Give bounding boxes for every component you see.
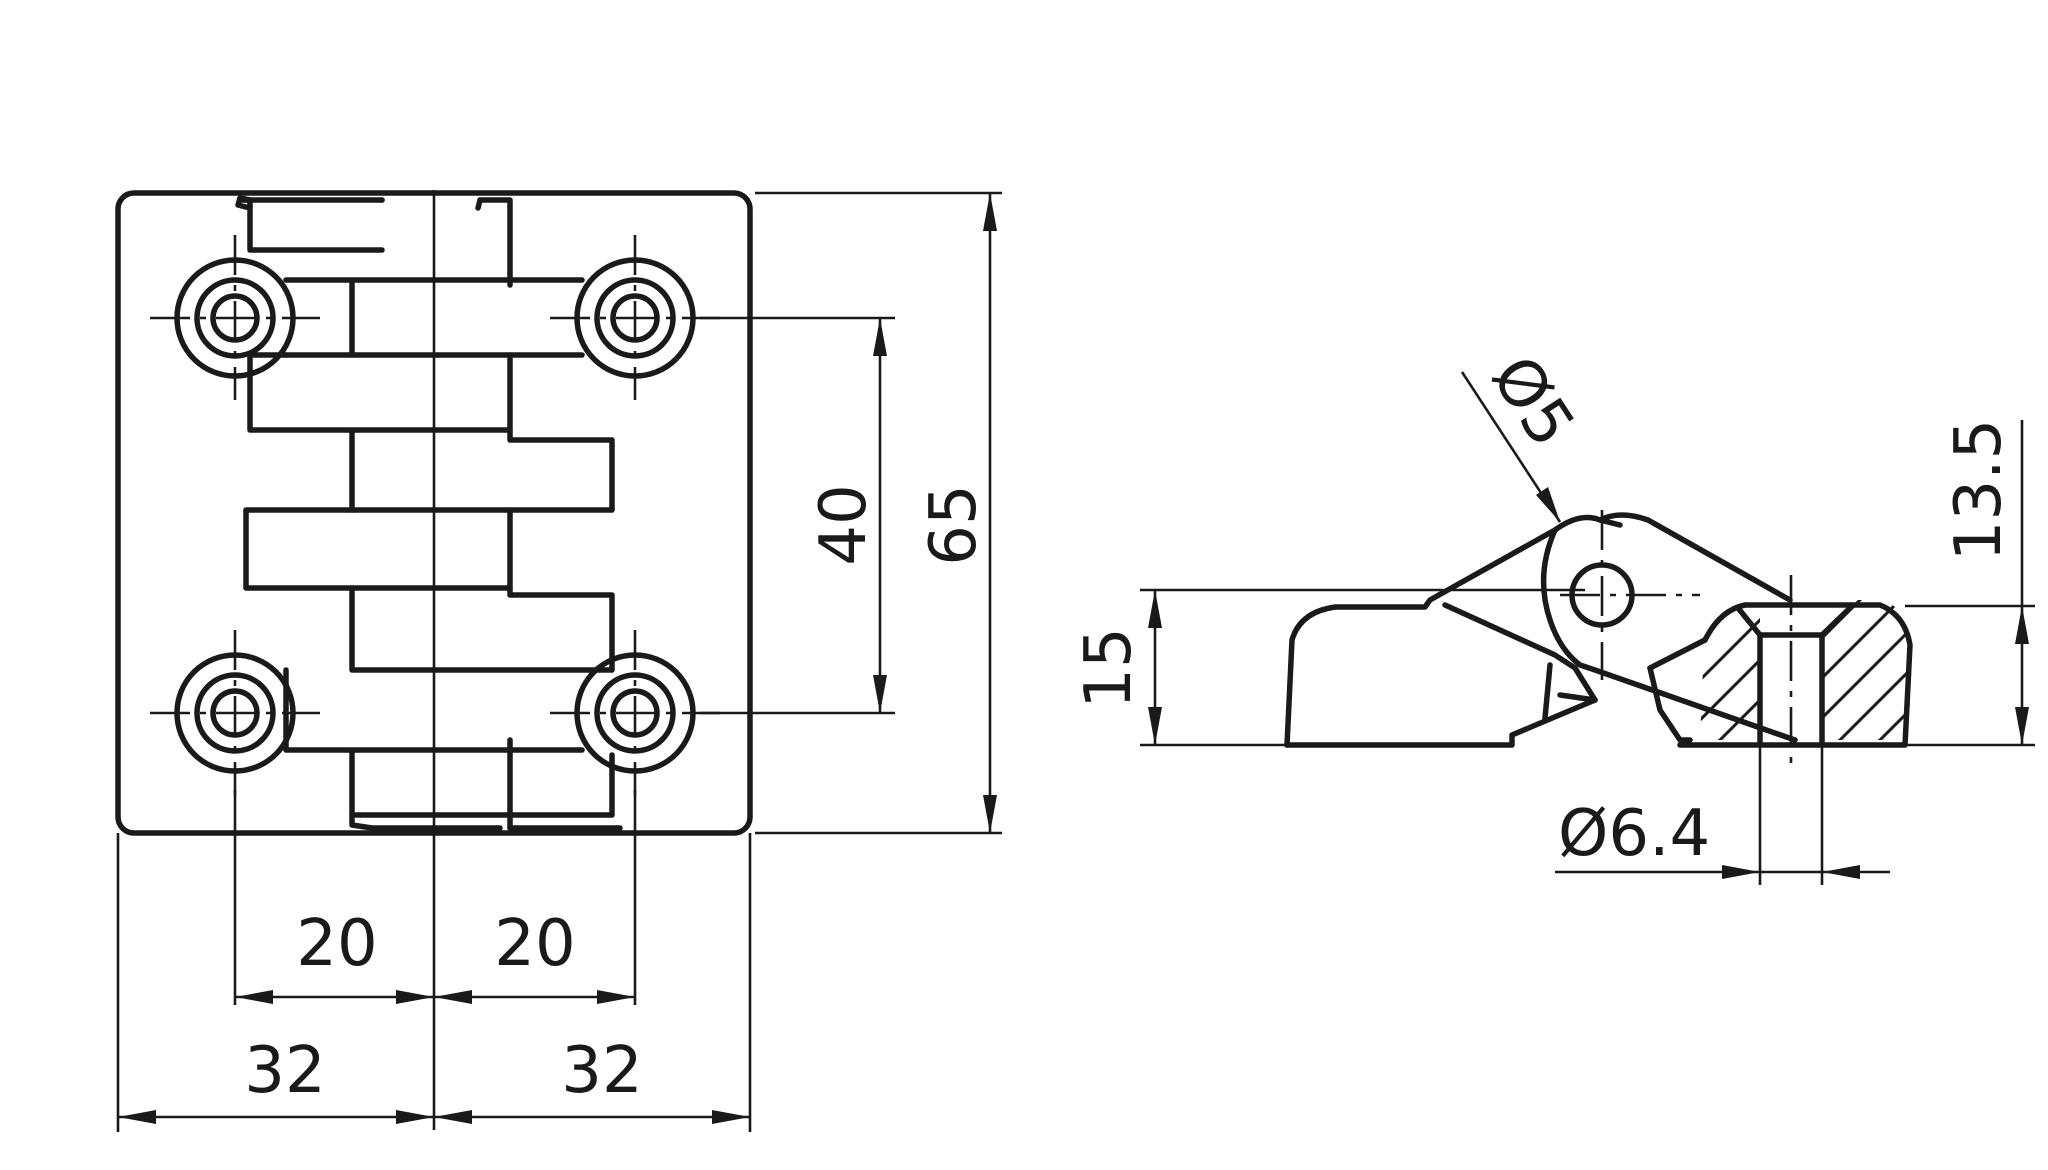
dimension-hinge-height: 15 (1072, 588, 1585, 747)
dimension-hole-offset-right-label: 20 (494, 907, 575, 981)
dimension-hinge-height-label: 15 (1072, 627, 1146, 708)
hinge-knuckles (235, 195, 623, 831)
hinge-pin-knuckle (1540, 512, 1798, 743)
hinge-leaf-left (1284, 514, 1623, 748)
dimension-hole-spacing: 40 (700, 316, 895, 715)
dimension-pin-diameter: Ø5 (1460, 343, 1589, 523)
dimension-overall-height-label: 65 (917, 484, 991, 565)
dimension-half-width-right-label: 32 (561, 1034, 642, 1108)
dimension-overall-height: 65 (755, 191, 1002, 835)
dimension-pin-diameter-label: Ø5 (1477, 343, 1589, 460)
dimension-half-width: 32 32 (118, 1034, 750, 1124)
dimension-hole-offset-left-label: 20 (296, 907, 377, 981)
mounting-hole-bottom-left (150, 630, 320, 795)
front-view: 40 65 20 20 (115, 190, 1002, 1132)
dimension-pin-height: 13.5 (1905, 419, 2035, 747)
dimension-pin-height-label: 13.5 (1942, 419, 2016, 562)
dimension-half-width-left-label: 32 (244, 1034, 325, 1108)
dimension-bore-diameter: Ø6.4 (1555, 740, 1890, 885)
mounting-hole-bottom-right (550, 630, 720, 795)
dimension-bore-diameter-label: Ø6.4 (1558, 797, 1710, 871)
mounting-hole-top-right (550, 235, 720, 400)
hinge-leaf-right (1647, 665, 1693, 743)
dimension-hole-offset: 20 20 (235, 907, 635, 1004)
mounting-hole-top-left (150, 235, 320, 400)
dimension-hole-spacing-label: 40 (807, 484, 881, 565)
side-view: Ø5 15 13.5 Ø6.4 (1072, 343, 2035, 885)
